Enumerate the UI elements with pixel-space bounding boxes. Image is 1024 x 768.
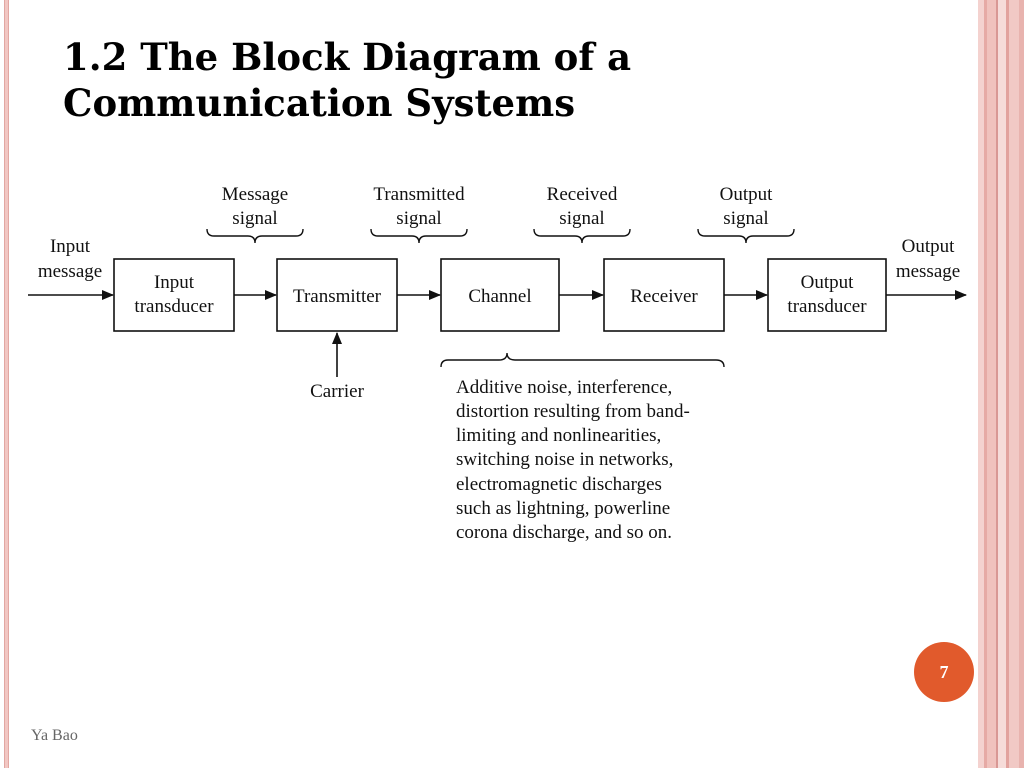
slide-title: 1.2 The Block Diagram of a Communication… [63, 34, 943, 126]
message-signal-brace [206, 228, 304, 244]
output-transducer-label-line-1: Output [801, 272, 855, 293]
right-decorative-stripes [978, 0, 1024, 768]
output-transducer-block [767, 258, 887, 332]
input-transducer-label-line-1: Input [154, 272, 195, 293]
output-transducer-label-line-2: transducer [787, 296, 867, 317]
input-transducer-block [113, 258, 235, 332]
received-signal-brace [533, 228, 631, 244]
channel-label: Channel [468, 286, 531, 307]
message-signal-label-line-2: signal [232, 208, 277, 229]
input-message-label-line-1: Input [50, 236, 91, 257]
noise-note-line-7: corona discharge, and so on. [456, 522, 672, 543]
transmitted-signal-label-line-2: signal [396, 208, 441, 229]
receiver-label: Receiver [630, 286, 698, 307]
slide-title-line-1: 1.2 The Block Diagram of a [63, 35, 632, 79]
received-signal-label-line-1: Received [547, 184, 618, 205]
received-signal-label-line-2: signal [559, 208, 604, 229]
noise-note-line-1: Additive noise, interference, [456, 377, 672, 398]
output-message-label-line-2: message [896, 261, 960, 282]
input-transducer-label-line-2: transducer [134, 296, 214, 317]
transmitted-signal-brace [370, 228, 468, 244]
noise-brace [440, 352, 725, 368]
slide-title-line-2: Communication Systems [63, 81, 576, 125]
carrier-label: Carrier [310, 381, 364, 402]
transmitter-block [276, 258, 398, 332]
noise-note-line-4: switching noise in networks, [456, 449, 673, 470]
left-decorative-stripe [4, 0, 9, 768]
noise-note-line-5: electromagnetic discharges [456, 474, 662, 495]
output-signal-label-line-2: signal [723, 208, 768, 229]
page-number-badge: 7 [914, 642, 974, 702]
noise-note-line-6: such as lightning, powerline [456, 498, 670, 519]
output-message-label-line-1: Output [902, 236, 956, 257]
output-signal-label-line-1: Output [720, 184, 774, 205]
output-signal-brace [697, 228, 795, 244]
transmitter-label: Transmitter [293, 286, 382, 307]
input-message-label-line-2: message [38, 261, 102, 282]
transmitted-signal-label-line-1: Transmitted [373, 184, 465, 205]
footer-author: Ya Bao [31, 727, 78, 744]
message-signal-label-line-1: Message [222, 184, 288, 205]
noise-note-line-2: distortion resulting from band- [456, 401, 690, 422]
noise-note-line-3: limiting and nonlinearities, [456, 425, 661, 446]
